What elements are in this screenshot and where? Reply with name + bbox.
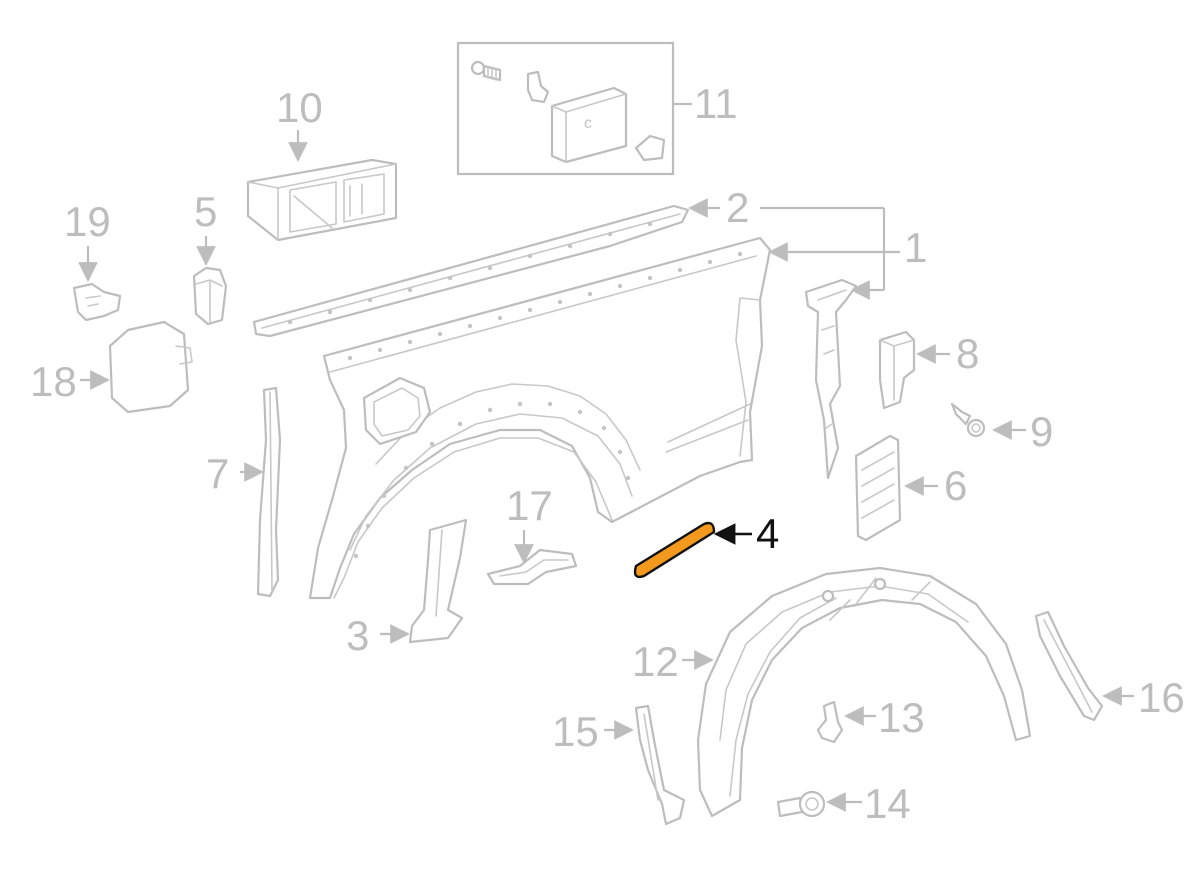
part-19 [72,282,122,322]
callout-18: 18 [30,358,77,405]
part-13-push-pin [816,700,844,744]
part-11-kit: c [456,41,675,176]
callout-7: 7 [206,450,229,497]
panel-fastener-holes [287,221,743,559]
callout-19: 19 [64,198,111,245]
part-9-bolt [950,402,986,438]
part-4-highlighted[interactable] [633,521,716,579]
kit-bolt [470,60,502,82]
part-18-fuel-door [108,320,193,414]
callout-13: 13 [878,694,925,741]
callout-14: 14 [864,780,911,827]
callout-3: 3 [346,612,369,659]
callout-16: 16 [1138,674,1185,721]
part-6-vent [854,434,902,542]
callout-12: 12 [632,638,679,685]
part-12-wheelhouse-liner [696,566,1032,818]
callout-9: 9 [1030,408,1053,455]
callout-6: 6 [944,462,967,509]
callout-11: 11 [694,80,738,127]
part-1-rear-bracket [804,278,858,480]
part-14-bolt [776,790,826,818]
part-1-side-panel [287,221,772,600]
svg-text:c: c [584,115,592,132]
part-7-pillar [256,386,282,598]
callout-10: 10 [276,84,323,131]
kit-bumper [634,134,666,162]
part-8 [878,330,916,410]
part-10-stake-pocket [246,158,398,242]
kit-clip [526,70,550,104]
callout-1: 1 [904,224,927,271]
part-15 [634,704,686,826]
callout-5: 5 [194,188,217,235]
part-17 [486,548,578,586]
kit-pad: c [550,86,628,164]
callout-4: 4 [756,510,779,557]
callout-8: 8 [956,330,979,377]
callout-2: 2 [726,184,749,231]
part-3 [408,518,468,644]
part-5 [192,266,228,326]
part-16 [1034,610,1104,722]
kit-box [456,41,675,176]
callout-15: 15 [552,708,599,755]
callout-17: 17 [506,482,553,529]
